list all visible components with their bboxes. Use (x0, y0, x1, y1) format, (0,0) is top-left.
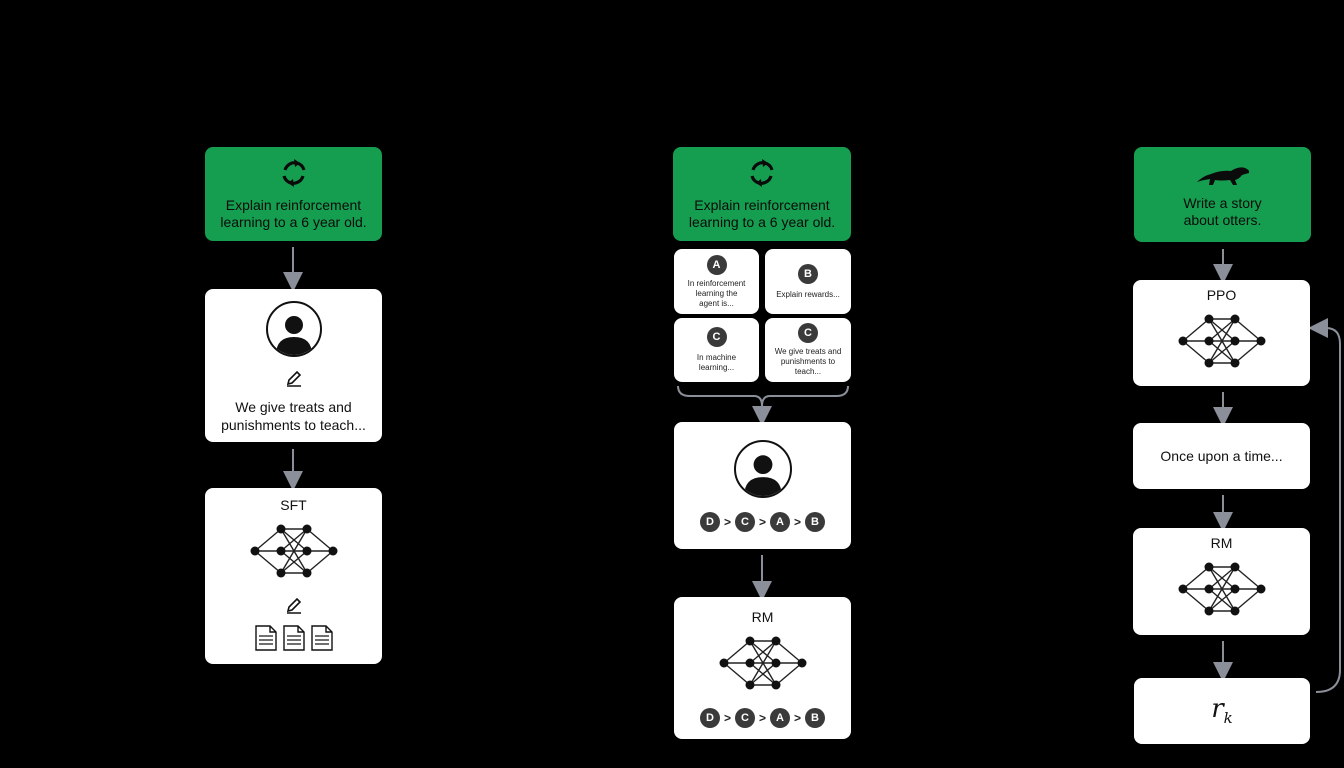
output-text: In machine learning... (696, 353, 737, 372)
reward-symbol: r (1211, 694, 1224, 725)
rank-badge: B (805, 511, 826, 532)
document-icon (254, 624, 278, 656)
model-ranking: D > C > A > B (699, 707, 826, 728)
s2-rm-card: RM D > C > A > B (674, 597, 851, 739)
feedback-loop-arrow (1308, 318, 1341, 693)
s3-prompt-text: Write a story about otters. (1183, 195, 1262, 228)
otter-icon (1195, 160, 1251, 191)
rank-badge: D (699, 707, 720, 728)
rank-badge: B (805, 707, 826, 728)
s2-output-card-d: C We give treats and punishments to teac… (765, 318, 851, 382)
labeler-avatar-icon (265, 301, 322, 357)
s2-output-card-c: C In machine learning... (674, 318, 759, 382)
rank-badge: C (734, 707, 755, 728)
reward-subscript: k (1223, 709, 1233, 728)
pencil-icon (285, 596, 303, 619)
s2-output-card-a: A In reinforcement learning the agent is… (674, 249, 759, 314)
neural-network-icon (714, 629, 812, 702)
s3-rm-label: RM (1210, 535, 1233, 551)
s3-output-text: Once upon a time... (1160, 448, 1283, 464)
output-letter-badge: A (706, 254, 727, 275)
refresh-icon (279, 158, 309, 193)
s1-demo-text: We give treats and punishments to teach.… (221, 399, 366, 433)
brace-s2 (677, 385, 849, 407)
s2-prompt-text: Explain reinforcement learning to a 6 ye… (688, 196, 836, 230)
s1-prompt-text: Explain reinforcement learning to a 6 ye… (220, 196, 367, 230)
documents-group (254, 624, 334, 656)
s2-output-card-b: B Explain rewards... (765, 249, 851, 314)
rank-separator: > (794, 710, 802, 725)
s3-prompt-card: Write a story about otters. (1134, 147, 1311, 242)
document-icon (310, 624, 334, 656)
s3-ppo-label: PPO (1206, 286, 1237, 303)
rank-separator: > (758, 514, 766, 529)
s1-prompt-card: Explain reinforcement learning to a 6 ye… (205, 147, 382, 241)
s2-prompt-card: Explain reinforcement learning to a 6 ye… (673, 147, 851, 241)
rank-separator: > (723, 514, 731, 529)
s1-sft-label: SFT (280, 496, 307, 513)
neural-network-icon (1173, 307, 1271, 380)
rank-badge: D (699, 511, 720, 532)
s2-labeler-card: D > C > A > B (674, 422, 851, 549)
rank-badge: A (770, 707, 790, 728)
neural-network-icon (245, 517, 343, 590)
human-ranking: D > C > A > B (699, 511, 826, 532)
output-letter-badge: C (706, 327, 727, 347)
s1-sft-card: SFT (205, 488, 382, 664)
neural-network-icon (1173, 555, 1271, 628)
s3-reward-card: rk (1134, 678, 1310, 744)
s1-demo-card: We give treats and punishments to teach.… (205, 289, 382, 442)
document-icon (282, 624, 306, 656)
rank-separator: > (723, 710, 731, 725)
output-letter-badge: B (798, 263, 818, 284)
output-letter-badge: C (798, 323, 818, 343)
s3-output-card: Once upon a time... (1133, 423, 1310, 489)
rank-badge: C (734, 511, 755, 532)
labeler-avatar-icon (733, 439, 792, 498)
rank-separator: > (758, 710, 766, 725)
reward-value: rk (1211, 694, 1233, 727)
s3-rm-card: RM (1133, 528, 1310, 635)
pencil-icon (285, 369, 303, 392)
s3-ppo-card: PPO (1133, 280, 1310, 386)
refresh-icon (747, 158, 777, 193)
s2-rm-label: RM (751, 608, 774, 625)
rank-separator: > (794, 514, 802, 529)
rank-badge: A (770, 511, 790, 532)
output-text: Explain rewards... (776, 289, 840, 299)
output-text: In reinforcement learning the agent is..… (687, 278, 746, 308)
output-text: We give treats and punishments to teach.… (774, 347, 842, 376)
